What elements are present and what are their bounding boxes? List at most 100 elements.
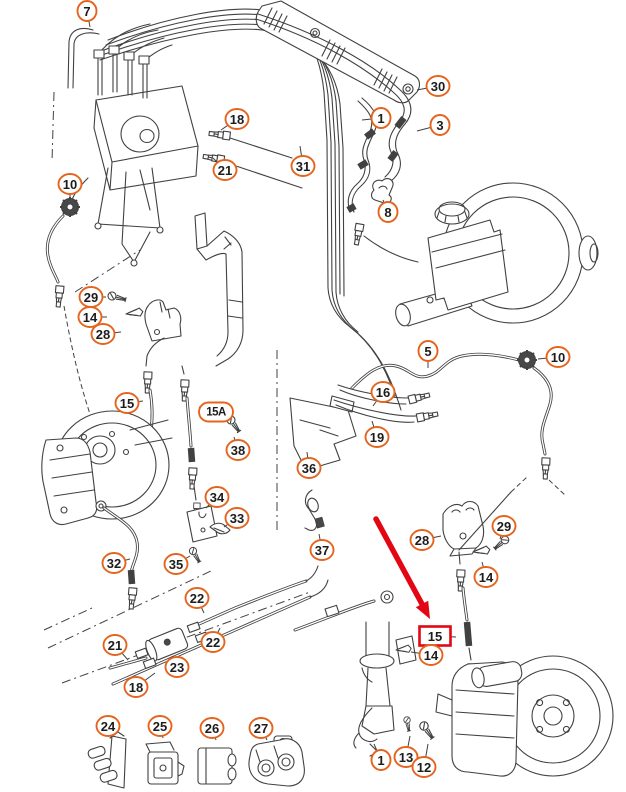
callout-shape xyxy=(123,676,149,698)
callout-label: 15 xyxy=(428,629,442,644)
bracket-34-clip-33 xyxy=(186,505,231,565)
callout-22[interactable]: 22 xyxy=(200,627,226,653)
callout-33[interactable]: 33 xyxy=(223,507,250,529)
bracket-right-28 xyxy=(442,500,511,557)
callout-38[interactable]: 38 xyxy=(225,436,251,461)
callout-label: 14 xyxy=(424,648,439,663)
callout-label: 36 xyxy=(302,461,316,476)
callout-shape xyxy=(393,746,419,768)
callout-26[interactable]: 26 xyxy=(199,717,225,741)
callout-18[interactable]: 18 xyxy=(220,108,250,131)
heat-shield-30 xyxy=(255,0,420,104)
callout-34[interactable]: 34 xyxy=(204,486,230,509)
body-dashdot-mid xyxy=(74,249,141,293)
callout-shape xyxy=(370,749,392,771)
callout-8[interactable]: 8 xyxy=(377,199,399,223)
callout-5[interactable]: 5 xyxy=(417,340,439,368)
callout-18[interactable]: 18 xyxy=(123,672,156,698)
pipe-7 xyxy=(67,27,100,89)
callout-28[interactable]: 28 xyxy=(409,529,442,551)
callout-label: 5 xyxy=(424,344,431,359)
callout-shape xyxy=(370,107,392,129)
callout-21[interactable]: 21 xyxy=(212,157,238,181)
callout-15[interactable]: 15 xyxy=(114,392,144,414)
callout-37[interactable]: 37 xyxy=(309,533,335,561)
callout-21[interactable]: 21 xyxy=(102,634,129,661)
callout-shape xyxy=(364,426,390,448)
callout-shape xyxy=(409,529,435,551)
callout-label: 22 xyxy=(190,591,204,606)
line-art xyxy=(41,0,614,789)
callout-27[interactable]: 27 xyxy=(248,717,274,741)
clip-25 xyxy=(145,741,185,785)
callout-label: 19 xyxy=(370,430,384,445)
callout-label: 31 xyxy=(296,159,310,174)
pipe-to-banjo xyxy=(293,590,394,632)
callout-label: 12 xyxy=(417,760,431,775)
callout-shape xyxy=(90,323,116,345)
callout-label: 10 xyxy=(63,177,77,192)
callout-28[interactable]: 28 xyxy=(90,323,122,345)
callout-14[interactable]: 14 xyxy=(77,306,108,328)
callout-16[interactable]: 16 xyxy=(370,381,396,407)
callout-29[interactable]: 29 xyxy=(491,515,517,540)
bottom-pipes xyxy=(108,565,329,686)
callout-shape xyxy=(198,401,234,423)
callout-1[interactable]: 1 xyxy=(370,743,392,771)
callout-label: 28 xyxy=(96,327,110,342)
callout-1[interactable]: 1 xyxy=(361,107,392,129)
callout-label: 30 xyxy=(431,79,445,94)
callout-14[interactable]: 14 xyxy=(473,561,499,588)
callout-label: 32 xyxy=(107,556,121,571)
callout-3[interactable]: 3 xyxy=(416,114,451,136)
callout-shape xyxy=(77,306,103,328)
callout-19[interactable]: 19 xyxy=(364,420,390,448)
clip-24 xyxy=(87,731,127,789)
callout-label: 16 xyxy=(376,385,390,400)
callout-label: 35 xyxy=(169,557,183,572)
callout-22[interactable]: 22 xyxy=(184,587,210,614)
callout-label: 7 xyxy=(83,4,90,19)
callout-15A[interactable]: 15A xyxy=(198,401,234,423)
bracket-37 xyxy=(304,489,325,531)
callout-10[interactable]: 10 xyxy=(537,346,571,368)
callout-35[interactable]: 35 xyxy=(163,553,191,575)
callout-label: 1 xyxy=(377,753,384,768)
callout-31[interactable]: 31 xyxy=(290,145,316,177)
pipes-1-3 xyxy=(255,13,419,263)
callout-30[interactable]: 30 xyxy=(416,75,451,97)
callout-29[interactable]: 29 xyxy=(78,286,107,308)
callout-shape xyxy=(101,552,127,574)
callout-label: 15A xyxy=(206,407,226,419)
callout-label: 25 xyxy=(153,719,167,734)
callout-32[interactable]: 32 xyxy=(101,552,131,574)
callout-7[interactable]: 7 xyxy=(76,0,98,28)
callout-label: 29 xyxy=(497,519,511,534)
hose-32 xyxy=(102,506,139,610)
callout-label: 38 xyxy=(231,443,245,458)
callout-shape xyxy=(212,159,238,181)
callout-label: 27 xyxy=(254,721,268,736)
pipes-16-19 xyxy=(333,384,439,423)
callout-36[interactable]: 36 xyxy=(296,451,322,479)
callout-label: 8 xyxy=(384,205,391,220)
callout-shape xyxy=(418,644,444,666)
panel-36 xyxy=(289,395,357,471)
callout-24[interactable]: 24 xyxy=(95,715,121,738)
pipe-5 xyxy=(350,352,521,390)
callout-13[interactable]: 13 xyxy=(393,735,419,768)
callout-14[interactable]: 14 xyxy=(410,644,444,666)
callout-label: 18 xyxy=(129,680,143,695)
callout-label: 24 xyxy=(101,719,116,734)
callout-10[interactable]: 10 xyxy=(57,173,83,199)
callout-label: 34 xyxy=(210,490,225,505)
callout-15-highlighted[interactable]: 15 xyxy=(418,625,457,647)
callout-12[interactable]: 12 xyxy=(411,743,437,778)
callout-23[interactable]: 23 xyxy=(164,655,190,678)
callout-label: 23 xyxy=(170,660,184,675)
callout-shape xyxy=(163,553,189,575)
callout-25[interactable]: 25 xyxy=(147,715,173,739)
callout-shape xyxy=(184,587,210,609)
callout-label: 33 xyxy=(230,511,244,526)
